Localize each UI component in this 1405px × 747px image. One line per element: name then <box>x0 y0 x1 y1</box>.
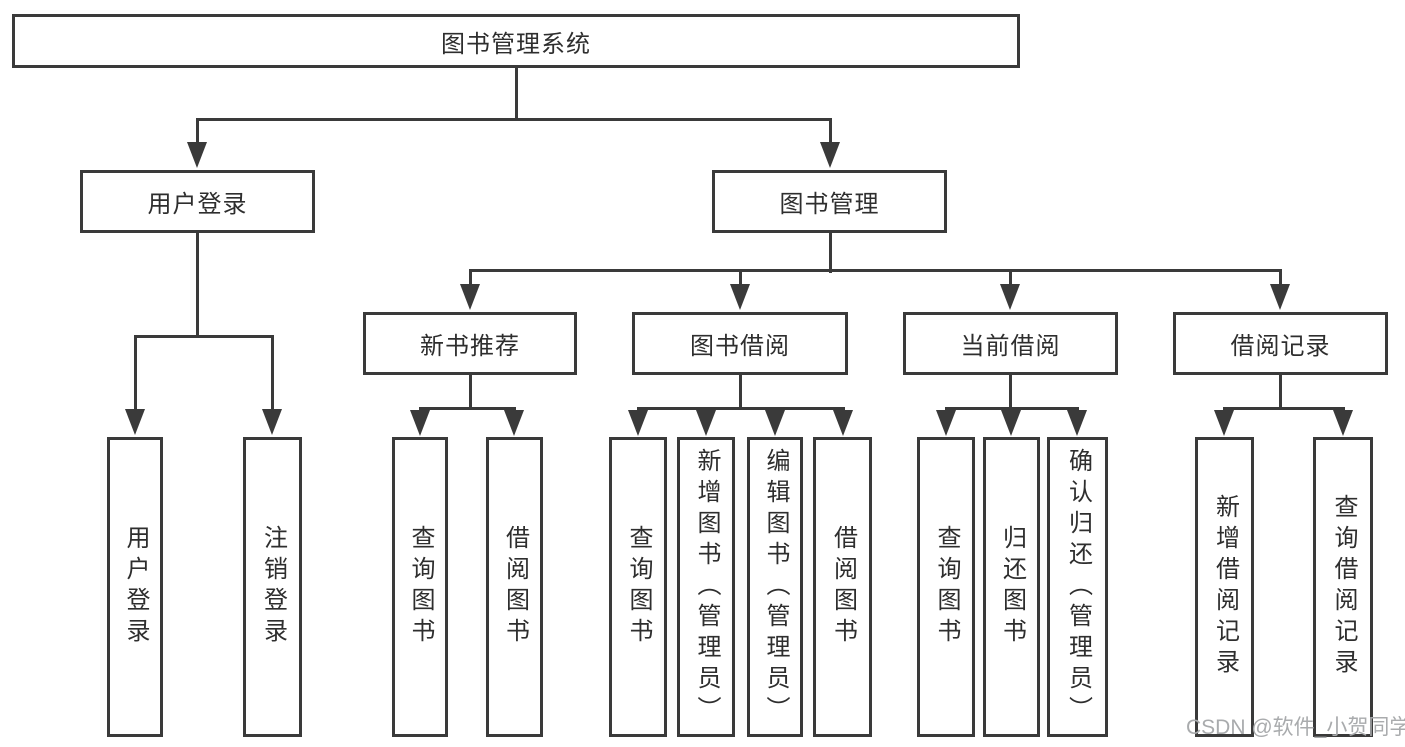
leaf-return-books: 归还图书 <box>983 437 1040 737</box>
connector-drop <box>469 269 472 287</box>
node-label: 图书管理 <box>779 191 880 218</box>
connector-user-login-drop <box>196 118 199 146</box>
leaf-confirm-return-admin: 确认归还（管理员） <box>1047 437 1108 737</box>
leaf-label: 借阅图书 <box>501 525 529 649</box>
node-user-login: 用户登录 <box>80 170 315 233</box>
node-label: 当前借阅 <box>960 333 1061 360</box>
leaf-label: 查询图书 <box>625 525 652 649</box>
arrow-down-icon <box>628 410 648 436</box>
connector-drop <box>739 269 742 287</box>
connector-book-mgmt-stem <box>829 233 832 273</box>
leaf-borrow-books: 借阅图书 <box>813 437 872 737</box>
connector-stem <box>1009 375 1012 410</box>
leaf-label: 归还图书 <box>998 525 1026 649</box>
node-borrow-records: 借阅记录 <box>1173 312 1388 375</box>
leaf-label: 用户登录 <box>122 525 149 649</box>
node-label: 用户登录 <box>147 191 248 218</box>
node-current-borrow: 当前借阅 <box>903 312 1118 375</box>
connector-drop <box>1279 269 1282 287</box>
leaf-logout: 注销登录 <box>243 437 302 737</box>
connector-bar <box>1223 407 1345 410</box>
leaf-label: 新增图书（管理员） <box>693 447 720 727</box>
arrow-down-icon <box>765 410 785 436</box>
arrow-down-icon <box>262 409 282 435</box>
leaf-label: 确认归还（管理员） <box>1064 447 1092 727</box>
connector-drop <box>134 335 137 411</box>
leaf-edit-books-admin: 编辑图书（管理员） <box>747 437 803 737</box>
arrow-down-icon <box>833 410 853 436</box>
arrow-down-icon <box>730 284 750 310</box>
node-book-borrow: 图书借阅 <box>632 312 848 375</box>
leaf-add-borrow-record: 新增借阅记录 <box>1195 437 1254 737</box>
node-new-book-recommend: 新书推荐 <box>363 312 577 375</box>
arrow-down-icon <box>1333 410 1353 436</box>
leaf-query-books-borrow: 查询图书 <box>609 437 667 737</box>
arrow-down-icon <box>1000 284 1020 310</box>
connector-bar <box>945 407 1079 410</box>
leaf-borrow-books-recommend: 借阅图书 <box>486 437 543 737</box>
csdn-watermark: CSDN @软件_小贺同学 <box>1186 716 1405 739</box>
leaf-label: 借阅图书 <box>829 525 857 649</box>
node-book-management: 图书管理 <box>712 170 947 233</box>
node-root: 图书管理系统 <box>12 14 1020 68</box>
leaf-label: 新增借阅记录 <box>1211 494 1239 680</box>
leaf-label: 查询图书 <box>933 525 960 649</box>
arrow-down-icon <box>410 410 430 436</box>
leaf-label: 查询借阅记录 <box>1330 494 1357 680</box>
connector-bar <box>419 407 516 410</box>
arrow-down-icon <box>1270 284 1290 310</box>
connector-level2-bar <box>196 118 832 121</box>
connector-user-login-children-bar <box>134 335 274 338</box>
leaf-label: 注销登录 <box>259 525 287 649</box>
connector-level3-bar <box>469 269 1282 272</box>
leaf-query-borrow-record: 查询借阅记录 <box>1313 437 1373 737</box>
leaf-label: 查询图书 <box>407 525 434 649</box>
arrow-down-icon <box>125 409 145 435</box>
leaf-label: 编辑图书（管理员） <box>762 447 789 727</box>
leaf-user-login: 用户登录 <box>107 437 163 737</box>
connector-drop <box>1009 269 1012 287</box>
arrow-down-icon <box>1001 410 1021 436</box>
leaf-query-books-current: 查询图书 <box>917 437 975 737</box>
node-label: 图书借阅 <box>690 333 790 360</box>
connector-book-mgmt-drop <box>829 118 832 146</box>
connector-stem <box>1279 375 1282 410</box>
node-label: 借阅记录 <box>1230 333 1331 360</box>
arrow-down-icon <box>696 410 716 436</box>
node-label: 新书推荐 <box>420 333 520 360</box>
node-root-label: 图书管理系统 <box>441 30 591 58</box>
arrow-down-icon <box>187 142 207 168</box>
leaf-add-books-admin: 新增图书（管理员） <box>677 437 735 737</box>
arrow-down-icon <box>1067 410 1087 436</box>
arrow-down-icon <box>504 410 524 436</box>
arrow-down-icon <box>1214 410 1234 436</box>
connector-stem <box>739 375 742 410</box>
arrow-down-icon <box>460 284 480 310</box>
connector-root-stem <box>515 68 518 120</box>
connector-user-login-stem <box>196 233 199 337</box>
connector-stem <box>469 375 472 410</box>
arrow-down-icon <box>936 410 956 436</box>
leaf-query-books-recommend: 查询图书 <box>392 437 448 737</box>
connector-bar <box>637 407 845 410</box>
arrow-down-icon <box>820 142 840 168</box>
connector-drop <box>271 335 274 411</box>
